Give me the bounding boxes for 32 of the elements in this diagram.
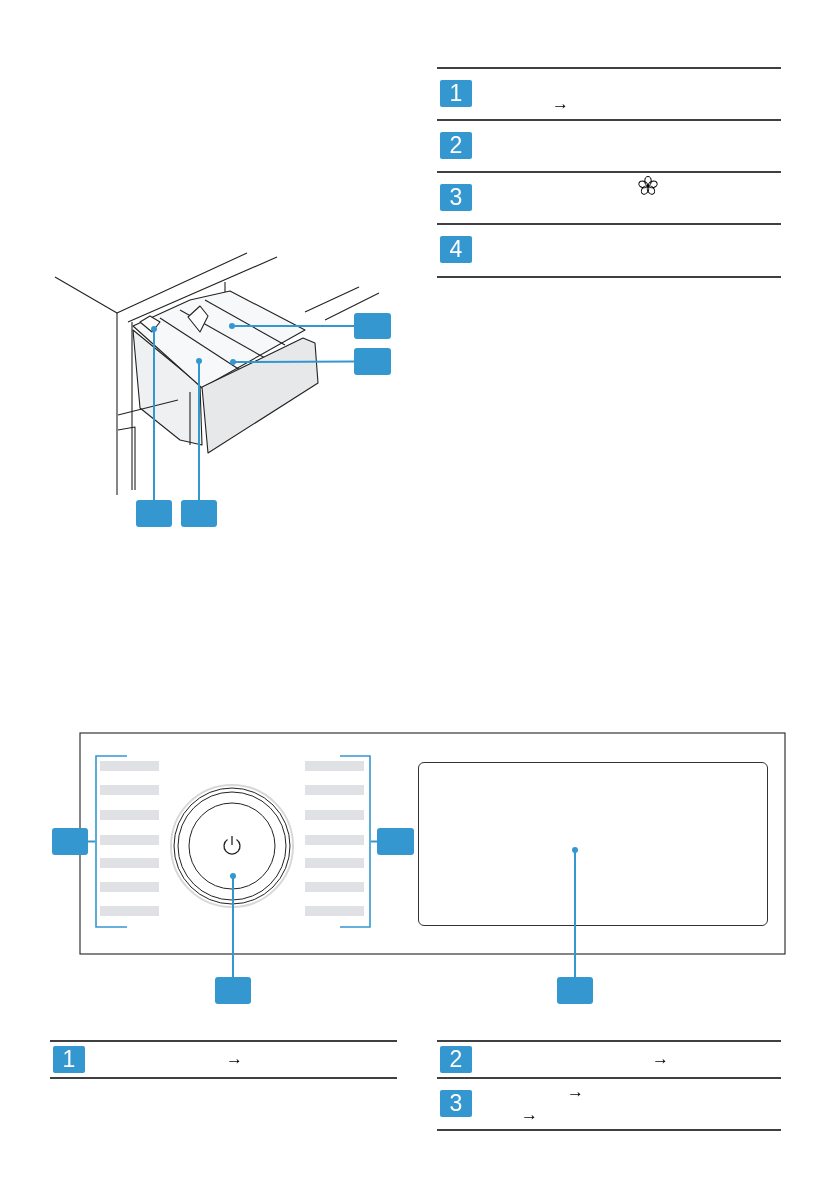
- item-number: 2: [440, 132, 472, 159]
- arrow-symbol: →: [652, 1050, 669, 1068]
- leader-line: [196, 358, 202, 501]
- arrow-symbol: →: [567, 1083, 584, 1101]
- callout-marker: [354, 313, 391, 339]
- bracket: [95, 755, 127, 928]
- leader-line: [151, 326, 157, 501]
- leader-line: [229, 323, 355, 329]
- leader-line: [230, 873, 236, 978]
- callout-marker: [52, 828, 88, 855]
- arrow-symbol: →: [552, 95, 569, 113]
- bracket: [340, 755, 371, 928]
- callout-marker: [354, 348, 391, 375]
- item-number: 3: [440, 1090, 472, 1117]
- leader-line: [230, 359, 355, 365]
- selector-dial: [170, 784, 294, 908]
- item-number: 3: [440, 184, 472, 211]
- display-screen: [418, 762, 768, 926]
- callout-marker: [181, 500, 217, 527]
- callout-marker: [377, 828, 414, 855]
- callout-marker: [215, 977, 251, 1004]
- leader-line: [87, 840, 96, 843]
- leader-line: [572, 847, 578, 978]
- item-number: 2: [440, 1046, 472, 1073]
- leader-line: [370, 840, 378, 843]
- callout-marker: [136, 500, 172, 527]
- item-number: 1: [440, 80, 472, 107]
- item-number: 1: [53, 1046, 85, 1073]
- arrow-symbol: →: [521, 1106, 538, 1124]
- item-number: 4: [440, 236, 472, 263]
- arrow-symbol: →: [226, 1050, 243, 1068]
- callout-marker: [557, 977, 593, 1004]
